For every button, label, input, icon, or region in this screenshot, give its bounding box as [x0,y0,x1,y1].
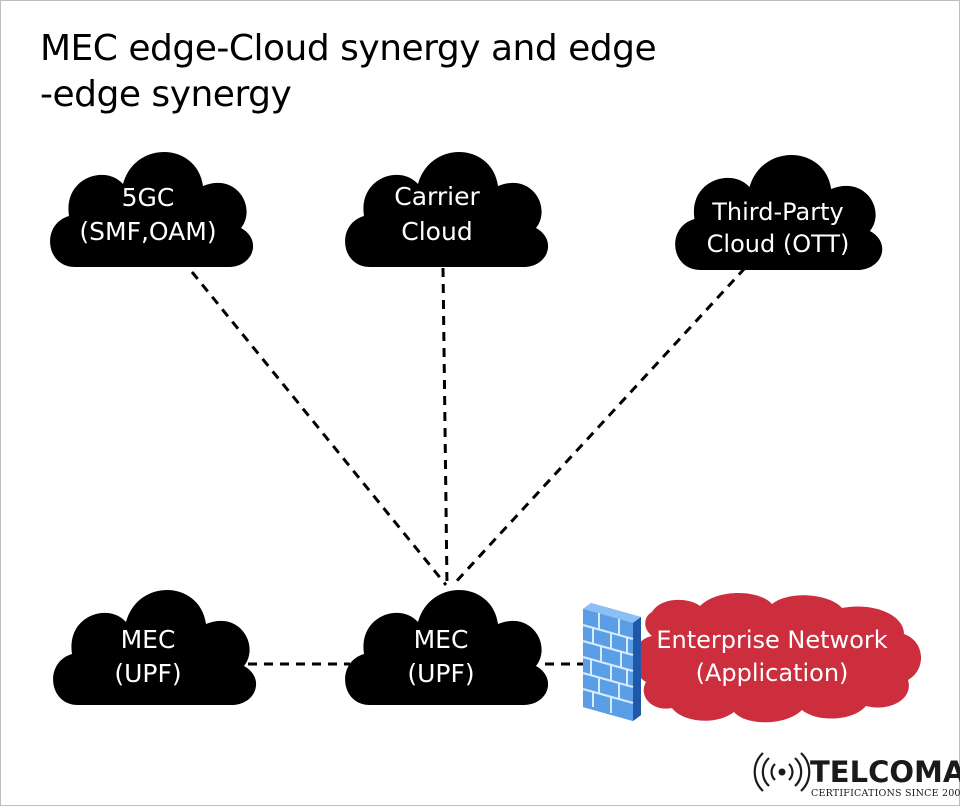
cloud-mec-left: MEC (UPF) [53,589,257,706]
cloud-mec-left-label-2: (UPF) [114,659,181,688]
cloud-carrier-label-1: Carrier [394,182,480,211]
connectors [190,266,747,666]
logo-name: TELCOMA [810,755,960,789]
cloud-5gc-label-2: (SMF,OAM) [79,217,216,246]
cloud-mec-center-label-2: (UPF) [407,659,474,688]
cloud-carrier-label-2: Cloud [401,217,472,246]
cloud-mec-center-label-1: MEC [414,625,469,654]
cloud-third-party-label-1: Third-Party [711,198,843,226]
cloud-5gc: 5GC (SMF,OAM) [50,151,254,268]
cloud-5gc-label-1: 5GC [122,183,175,212]
firewall-icon [582,603,641,721]
link-ott-to-mec [451,266,747,587]
cloud-third-party: Third-Party Cloud (OTT) [675,154,883,271]
cloud-enterprise-label-1: Enterprise Network [656,626,887,654]
cloud-mec-left-label-1: MEC [121,625,176,654]
cloud-enterprise-label-2: (Application) [696,659,849,687]
title-line-1: MEC edge-Cloud synergy and edge [40,28,657,69]
logo-tagline: CERTIFICATIONS SINCE 2009 [811,788,960,799]
telcoma-logo: TELCOMA CERTIFICATIONS SINCE 2009 [753,752,960,799]
title-line-2: -edge synergy [40,74,292,115]
cloud-mec-center: MEC (UPF) [345,589,549,706]
diagram-title: MEC edge-Cloud synergy and edge -edge sy… [40,26,800,118]
cloud-third-party-label-2: Cloud (OTT) [707,230,850,258]
signal-waves-icon [753,752,811,792]
cloud-carrier: Carrier Cloud [345,151,549,268]
cloud-enterprise: Enterprise Network (Application) [633,593,922,723]
link-5gc-to-mec [190,271,448,586]
link-carrier-to-mec [441,267,449,586]
